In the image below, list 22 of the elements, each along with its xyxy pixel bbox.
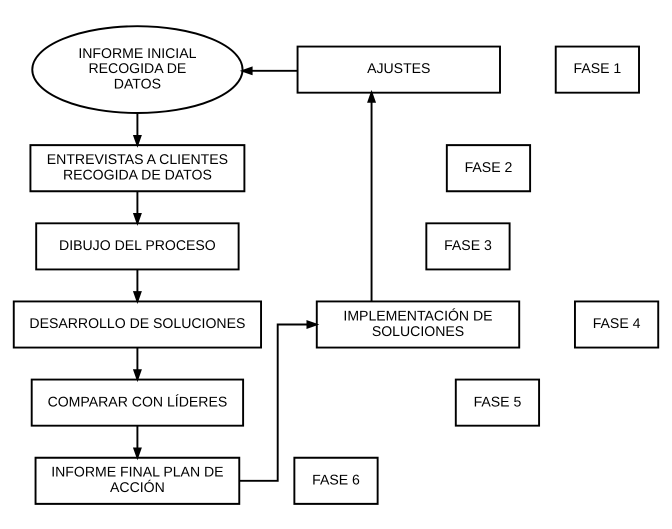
node-box: DESARROLLO DE SOLUCIONES (12, 300, 262, 348)
node-box: FASE 3 (425, 222, 511, 270)
arrow (132, 191, 142, 226)
node-box: COMPARAR CON LÍDERES (30, 378, 244, 426)
node-box: FASE 2 (446, 144, 532, 192)
node-ellipse: INFORME INICIAL RECOGIDA DE DATOS (31, 24, 244, 114)
node-box: FASE 1 (554, 45, 640, 94)
node-box: FASE 4 (574, 300, 660, 348)
arrow (367, 89, 376, 301)
arrow (240, 66, 298, 75)
node-box: FASE 5 (454, 378, 540, 426)
arrow (132, 112, 142, 148)
node-box: ENTREVISTAS A CLIENTES RECOGIDA DE DATOS (29, 144, 246, 192)
node-box: IMPLEMENTACIÓN DE SOLUCIONES (316, 300, 520, 348)
node-box: INFORME FINAL PLAN DE ACCIÓN (34, 456, 240, 504)
node-box: FASE 6 (293, 456, 379, 504)
arrow (132, 347, 142, 382)
arrow (132, 426, 142, 460)
node-box: DIBUJO DEL PROCESO (35, 222, 240, 270)
node-box: AJUSTES (296, 45, 501, 94)
arrow (132, 269, 142, 304)
arrow (239, 320, 320, 482)
